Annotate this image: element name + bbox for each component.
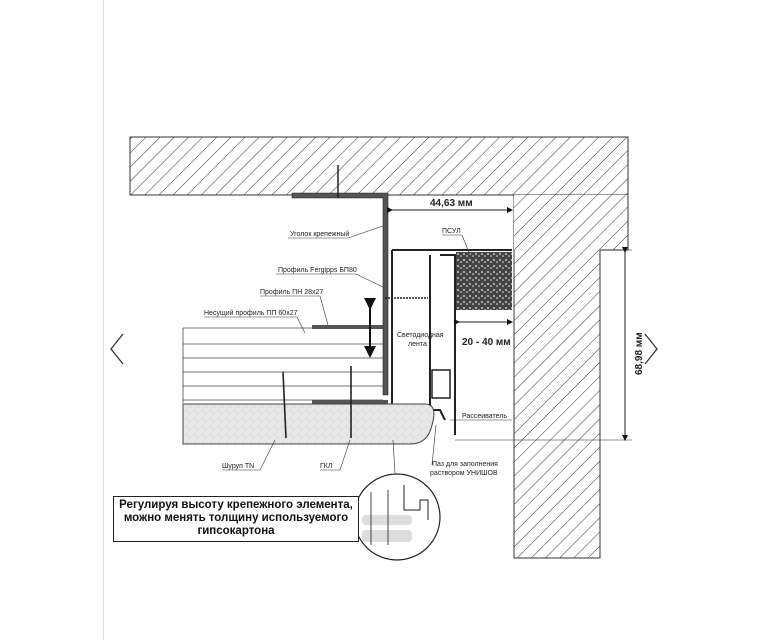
label-groove-1: Паз для заполнения bbox=[432, 461, 498, 468]
prev-button[interactable] bbox=[108, 332, 128, 366]
label-groove-2: раствором УНИШОВ bbox=[430, 470, 498, 477]
dim-height: 68,98 мм bbox=[634, 332, 645, 375]
viewer-border bbox=[103, 0, 104, 640]
label-pn: Профиль ПН 28х27 bbox=[260, 289, 323, 296]
callout-line: гипсокартона bbox=[197, 525, 275, 537]
dim-width: 44,63 мм bbox=[430, 198, 473, 209]
label-fergipps: Профиль Fergipps БП80 bbox=[278, 267, 357, 274]
callout-line: можно менять толщину используемого bbox=[123, 512, 349, 524]
chevron-left-icon bbox=[110, 333, 124, 365]
label-diffuser: Рассеиватель bbox=[462, 413, 507, 420]
label-psul: ПСУЛ bbox=[442, 228, 461, 235]
chevron-right-icon bbox=[644, 333, 658, 365]
ceiling-slab bbox=[129, 136, 629, 196]
label-screw: Шуруп TN bbox=[222, 463, 254, 470]
detail-circle bbox=[353, 473, 441, 561]
label-gkl: ГКЛ bbox=[320, 463, 333, 470]
callout-line: Регулируя высоту крепежного элемента, bbox=[119, 499, 353, 511]
psul-tape bbox=[456, 252, 512, 310]
next-button[interactable] bbox=[640, 332, 660, 366]
dim-gap: 20 - 40 мм bbox=[462, 337, 511, 348]
wall bbox=[513, 194, 601, 559]
label-led-2: лента bbox=[408, 341, 427, 348]
mounting-corner bbox=[291, 192, 389, 396]
label-led-1: Светодиодная bbox=[397, 332, 444, 339]
label-pp: Несущий профиль ПП 60х27 bbox=[204, 309, 298, 317]
label-corner: Уголок крепежный bbox=[290, 230, 349, 238]
gypsum-board bbox=[182, 403, 435, 445]
callout-note: Регулируя высоту крепежного элемента, мо… bbox=[113, 496, 359, 542]
